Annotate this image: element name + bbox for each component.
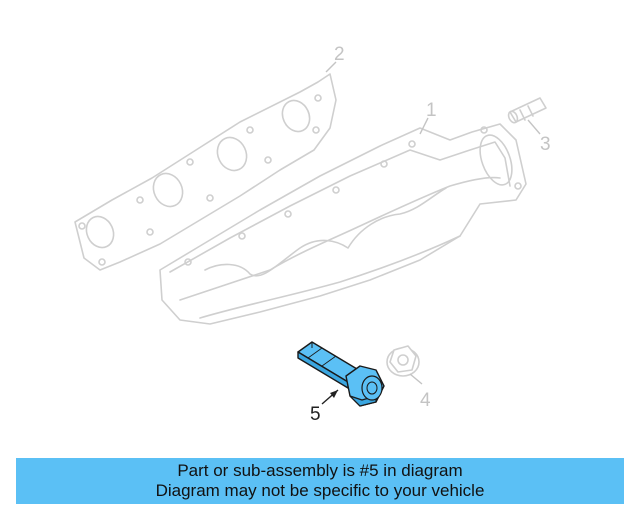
callout-2: 2 xyxy=(325,44,345,73)
callout-5-label: 5 xyxy=(310,404,321,425)
stud-bolt-part[interactable] xyxy=(297,341,385,407)
callout-2-label: 2 xyxy=(334,44,345,65)
banner-line-1: Part or sub-assembly is #5 in diagram xyxy=(177,461,463,480)
callout-3-label: 3 xyxy=(540,134,551,155)
callout-1: 1 xyxy=(419,100,437,135)
callout-3: 3 xyxy=(527,119,551,155)
stud-part xyxy=(507,97,547,124)
flange-nut-part xyxy=(386,345,420,377)
info-banner: Part or sub-assembly is #5 in diagram Di… xyxy=(16,458,624,504)
callout-5: 5 xyxy=(310,389,339,425)
banner-line-2: Diagram may not be specific to your vehi… xyxy=(155,481,485,500)
callout-4-label: 4 xyxy=(420,390,431,411)
callout-4: 4 xyxy=(409,373,431,411)
exhaust-manifold-part xyxy=(159,123,527,325)
gasket-part xyxy=(74,73,337,271)
callout-1-label: 1 xyxy=(426,100,437,121)
